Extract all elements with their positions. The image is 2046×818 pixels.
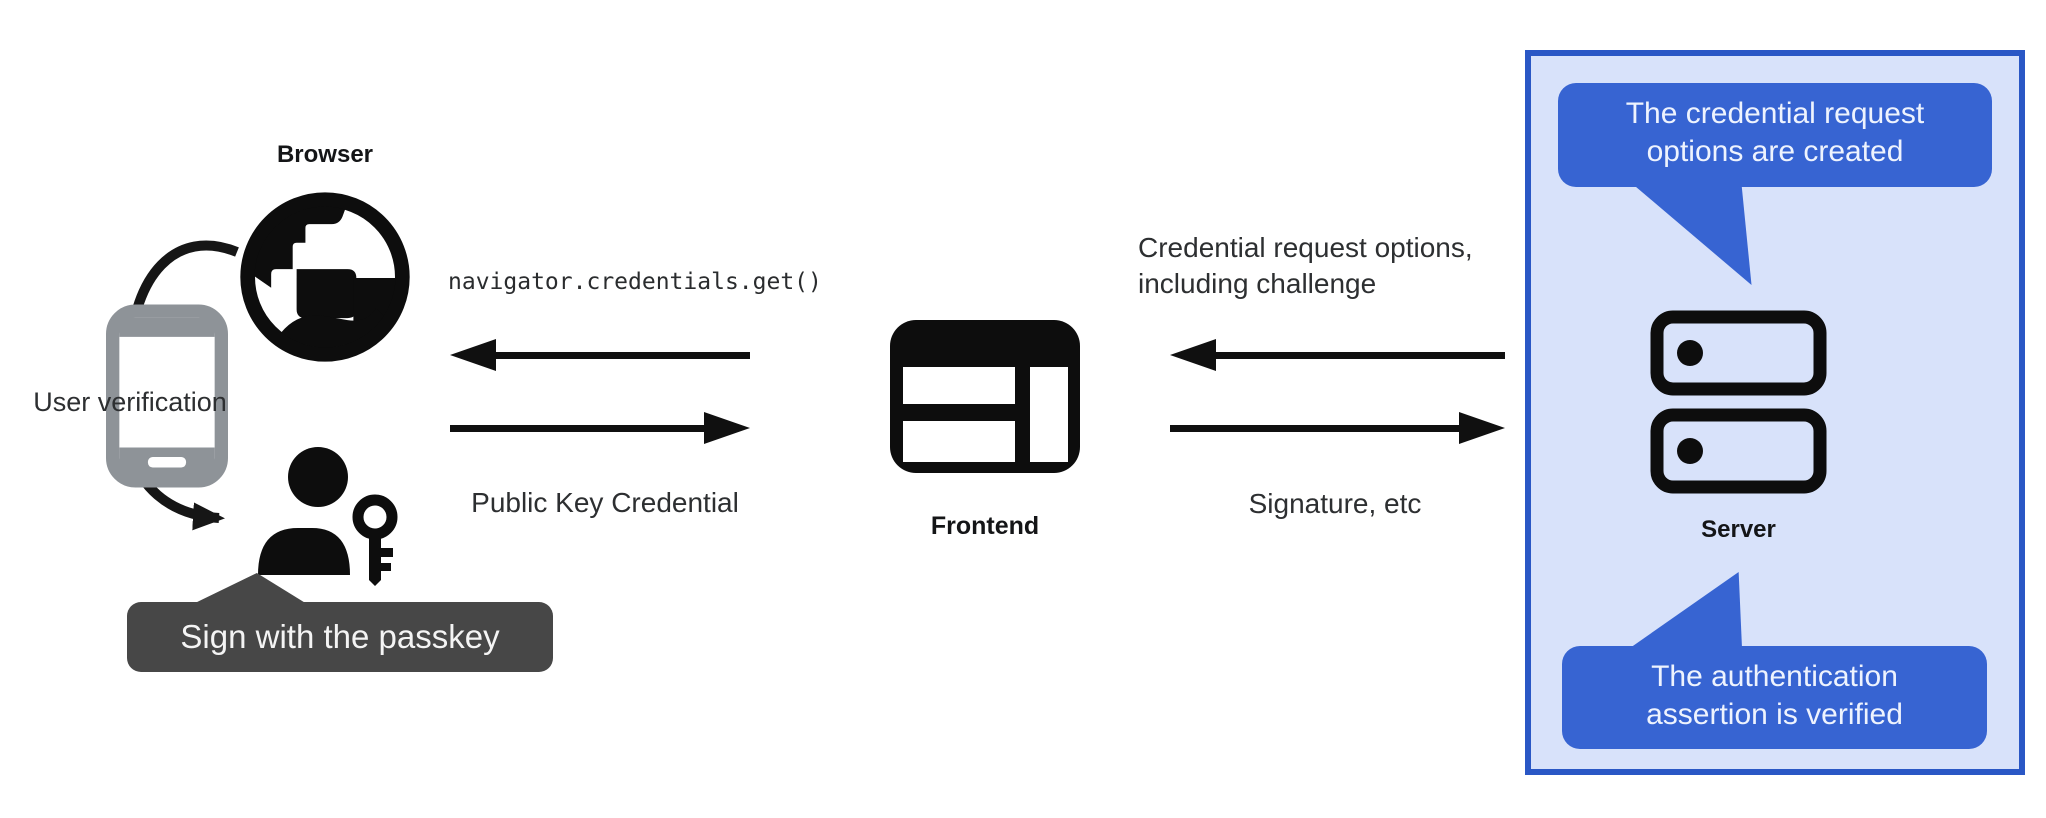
server-stack-icon xyxy=(1650,310,1827,494)
credential-request-options-line2: including challenge xyxy=(1138,268,1377,299)
arrow-frontend-to-server xyxy=(1170,412,1505,444)
smartphone-icon xyxy=(106,304,228,488)
server-label: Server xyxy=(1701,516,1776,543)
passkey-tooltip-label: Sign with the passkey xyxy=(180,618,500,655)
arrow-frontend-to-browser xyxy=(450,339,750,371)
arrow-shaft xyxy=(450,425,712,432)
arrowhead-right-icon xyxy=(1459,412,1505,444)
signature-etc-label: Signature, etc xyxy=(1248,488,1422,519)
arrow-shaft xyxy=(488,352,750,359)
arrow-browser-to-frontend xyxy=(450,412,750,444)
arrow-shaft xyxy=(1170,425,1467,432)
speech-bubble-top-line1: The credential request xyxy=(1625,97,1925,130)
arrow-server-to-frontend xyxy=(1170,339,1505,371)
credential-request-options-label: Credential request options, including ch… xyxy=(1138,230,1538,302)
speech-bubble-bottom-line1: The authentication xyxy=(1651,660,1898,693)
speech-bubble-credential-options: The credential request options are creat… xyxy=(1558,83,1992,187)
arrow-shaft xyxy=(1208,352,1505,359)
globe-icon xyxy=(240,192,410,362)
person-with-passkey-icon xyxy=(258,447,398,586)
speech-bubble-bottom-tail-icon xyxy=(1630,572,1742,648)
credentials-get-code-label: navigator.credentials.get() xyxy=(448,269,822,295)
speech-bubble-bottom-line2: assertion is verified xyxy=(1646,698,1903,731)
browser-window-icon xyxy=(890,320,1080,473)
credential-request-options-line1: Credential request options, xyxy=(1138,232,1473,263)
passkey-tooltip: Sign with the passkey xyxy=(127,602,553,672)
speech-bubble-top-line2: options are created xyxy=(1646,135,1904,168)
user-verification-label: User verification xyxy=(33,387,227,417)
browser-label: Browser xyxy=(276,141,374,168)
public-key-credential-label: Public Key Credential xyxy=(471,487,739,518)
speech-bubble-top-tail-icon xyxy=(1633,185,1752,285)
frontend-label: Frontend xyxy=(930,512,1040,540)
server-panel: The credential request options are creat… xyxy=(1525,50,2025,775)
arrowhead-right-icon xyxy=(704,412,750,444)
speech-bubble-assertion-verified: The authentication assertion is verified xyxy=(1562,646,1987,749)
